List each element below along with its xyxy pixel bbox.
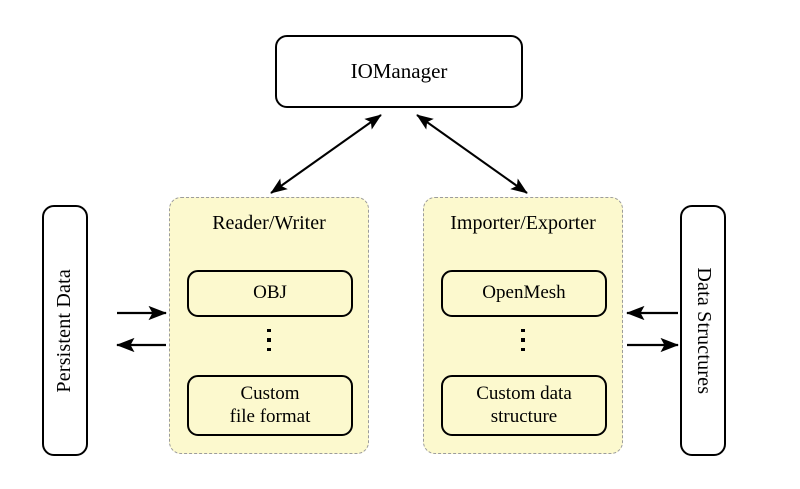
importer-exporter-item-custom-data-structure[interactable]: Custom data structure [441, 375, 607, 436]
ellipsis-dot [267, 347, 271, 352]
data-structures-label: Data Structures [692, 267, 715, 394]
importer-exporter-item-openmesh-label: OpenMesh [482, 282, 566, 304]
importer-exporter-group-title: Importer/Exporter [450, 212, 596, 234]
ellipsis-dot [521, 347, 525, 352]
ellipsis-dot [521, 338, 525, 342]
data-structures-node[interactable]: Data Structures [680, 205, 726, 456]
connector-manager-reader-writer [270, 114, 382, 194]
reader-writer-group-title: Reader/Writer [212, 212, 326, 234]
persistent-data-node[interactable]: Persistent Data [42, 205, 88, 456]
reader-writer-item-obj-label: OBJ [253, 282, 287, 304]
importer-exporter-item-custom-data-structure-label: Custom data structure [476, 383, 572, 429]
iomanager-node[interactable]: IOManager [275, 35, 523, 108]
reader-writer-item-custom-file-format-label: Custom file format [230, 383, 311, 429]
custom-data-structure-line2: structure [490, 405, 558, 427]
ellipsis-dot [267, 329, 271, 333]
custom-data-structure-line1: Custom data [476, 382, 572, 404]
iomanager-label: IOManager [350, 59, 448, 84]
persistent-data-label: Persistent Data [53, 268, 76, 393]
reader-writer-ellipsis [170, 329, 368, 352]
ellipsis-dot [267, 338, 271, 342]
reader-writer-item-obj[interactable]: OBJ [187, 270, 353, 317]
importer-exporter-group: Importer/Exporter OpenMesh Custom data s… [423, 197, 623, 454]
ellipsis-dot [521, 329, 525, 333]
reader-writer-item-custom-file-format[interactable]: Custom file format [187, 375, 353, 436]
importer-exporter-item-openmesh[interactable]: OpenMesh [441, 270, 607, 317]
custom-file-format-line2: file format [229, 405, 311, 427]
reader-writer-group: Reader/Writer OBJ Custom file format [169, 197, 369, 454]
connector-manager-importer-exporter [416, 114, 528, 194]
custom-file-format-line1: Custom [240, 382, 300, 404]
importer-exporter-ellipsis [424, 329, 622, 352]
